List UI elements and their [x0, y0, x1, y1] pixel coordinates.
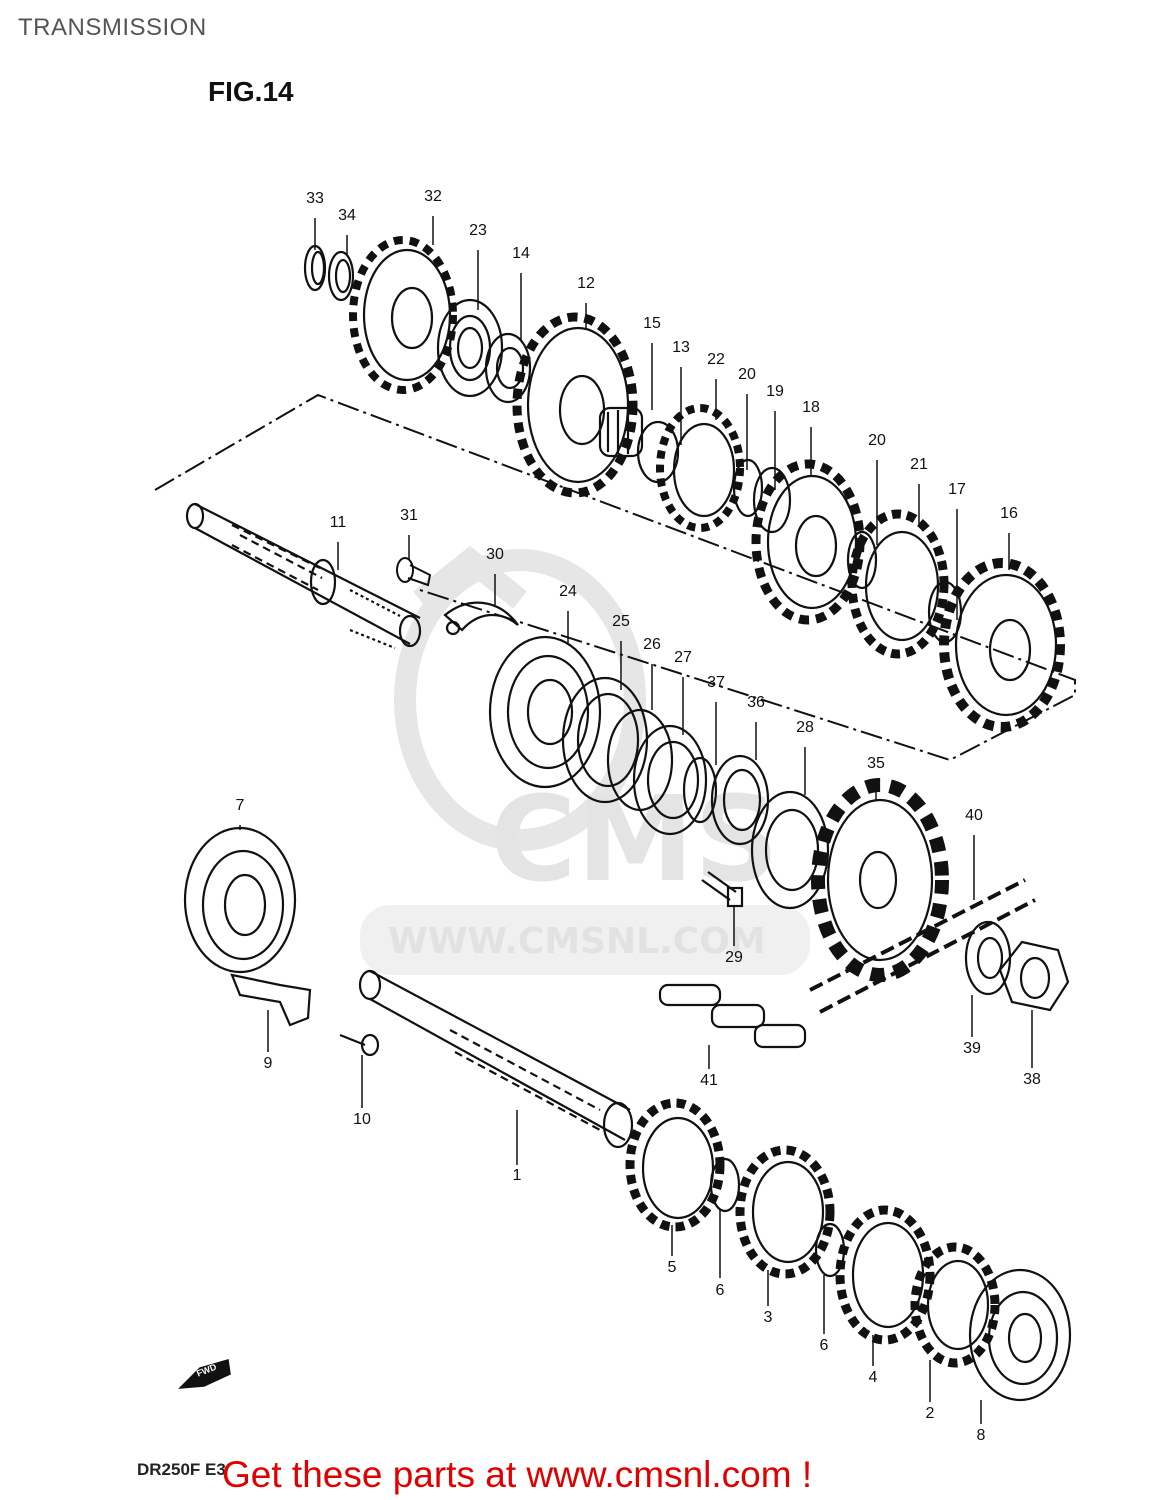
callout-part-4[interactable]: 4 — [869, 1369, 878, 1386]
callout-part-34[interactable]: 34 — [338, 207, 356, 224]
o-ring-37 — [682, 756, 718, 824]
nut-38 — [998, 940, 1070, 1012]
engine-sprocket-35 — [811, 778, 949, 982]
callout-part-29[interactable]: 29 — [725, 949, 743, 966]
watermark-url: WWW.CMSNL.COM — [388, 921, 766, 962]
callout-part-36[interactable]: 36 — [747, 694, 765, 711]
callout-part-14[interactable]: 14 — [512, 245, 530, 262]
callout-part-35[interactable]: 35 — [867, 755, 885, 772]
callout-part-5[interactable]: 5 — [668, 1259, 677, 1276]
page-title: TRANSMISSION — [18, 14, 207, 41]
callout-part-37[interactable]: 37 — [707, 674, 725, 691]
drive-chain-40 — [809, 878, 1036, 1014]
part-callouts: 1234566789101112131415161718192020212223… — [236, 188, 1041, 1444]
middle-part-row — [488, 635, 1070, 1049]
gear-16 — [939, 558, 1065, 732]
callout-part-8[interactable]: 8 — [977, 1427, 986, 1444]
callout-part-41[interactable]: 41 — [700, 1072, 718, 1089]
bearing-retainer-9 — [230, 973, 312, 1027]
lock-washer-39 — [964, 920, 1012, 996]
bearing-24 — [488, 635, 602, 789]
callout-part-13[interactable]: 13 — [672, 339, 690, 356]
callout-part-10[interactable]: 10 — [353, 1111, 371, 1128]
screw-31 — [396, 557, 432, 587]
oil-seal-27 — [632, 724, 708, 836]
callout-part-2[interactable]: 2 — [926, 1405, 935, 1422]
callout-part-31[interactable]: 31 — [400, 507, 418, 524]
gear-12 — [512, 312, 638, 498]
lower-part-row — [183, 826, 1072, 1402]
screw-10 — [339, 1033, 380, 1057]
sprocket-plate-28 — [750, 790, 830, 910]
spacer-36 — [710, 754, 770, 846]
circlip-20a — [732, 458, 764, 518]
group-boundary-outline — [154, 393, 1076, 762]
washer-34 — [327, 250, 355, 302]
callout-part-32[interactable]: 32 — [424, 188, 442, 205]
gear-32 — [349, 236, 457, 394]
callout-part-39[interactable]: 39 — [963, 1040, 981, 1057]
callout-part-33[interactable]: 33 — [306, 190, 324, 207]
gear-3 — [735, 1145, 835, 1279]
callout-part-20[interactable]: 20 — [868, 432, 886, 449]
callout-part-7[interactable]: 7 — [236, 797, 245, 814]
callout-part-27[interactable]: 27 — [674, 649, 692, 666]
callout-part-21[interactable]: 21 — [910, 456, 928, 473]
washer-19 — [752, 466, 792, 534]
needle-bearing-15 — [598, 406, 644, 458]
master-link-41 — [658, 983, 807, 1049]
watermark-url-pill — [360, 905, 810, 975]
gear-21 — [847, 509, 949, 659]
leader-lines — [239, 216, 1033, 1424]
callout-part-38[interactable]: 38 — [1023, 1071, 1041, 1088]
callout-part-6[interactable]: 6 — [820, 1337, 829, 1354]
fwd-arrow: FWD — [178, 1359, 231, 1389]
callout-part-40[interactable]: 40 — [965, 807, 983, 824]
gear-18 — [751, 459, 865, 625]
callout-part-1[interactable]: 1 — [513, 1167, 522, 1184]
callout-part-6[interactable]: 6 — [716, 1282, 725, 1299]
bearing-7 — [183, 826, 297, 974]
callout-part-23[interactable]: 23 — [469, 222, 487, 239]
cms-watermark: CMS WWW.CMSNL.COM — [360, 545, 810, 975]
callout-part-22[interactable]: 22 — [707, 351, 725, 368]
washer-6a — [709, 1157, 741, 1213]
callout-part-3[interactable]: 3 — [764, 1309, 773, 1326]
callout-part-17[interactable]: 17 — [948, 481, 966, 498]
gear-5 — [625, 1098, 725, 1232]
model-code: DR250F E3 — [137, 1460, 226, 1479]
figure-label: FIG.14 — [208, 76, 294, 107]
callout-part-26[interactable]: 26 — [643, 636, 661, 653]
callout-part-16[interactable]: 16 — [1000, 505, 1018, 522]
callout-part-18[interactable]: 18 — [802, 399, 820, 416]
callout-part-12[interactable]: 12 — [577, 275, 595, 292]
callout-part-20[interactable]: 20 — [738, 366, 756, 383]
circlip-20b — [846, 530, 878, 590]
callout-part-30[interactable]: 30 — [486, 546, 504, 563]
countershaft-11 — [185, 502, 422, 650]
get-parts-link[interactable]: Get these parts at www.cmsnl.com ! — [222, 1454, 813, 1495]
bolt-29 — [701, 871, 744, 908]
gear-22 — [656, 404, 744, 532]
driveshaft-1 — [358, 969, 634, 1149]
gear-2 — [910, 1242, 1000, 1368]
callout-part-9[interactable]: 9 — [264, 1055, 273, 1072]
washer-14 — [484, 332, 532, 404]
watermark-logo — [394, 545, 646, 851]
callout-part-11[interactable]: 11 — [330, 514, 347, 531]
bearing-retainer-30 — [443, 601, 519, 636]
bearing-8 — [968, 1268, 1072, 1402]
callout-part-25[interactable]: 25 — [612, 613, 630, 630]
callout-part-15[interactable]: 15 — [643, 315, 661, 332]
callout-part-28[interactable]: 28 — [796, 719, 814, 736]
upper-gear-row — [303, 236, 1065, 732]
callout-part-19[interactable]: 19 — [766, 383, 784, 400]
callout-part-24[interactable]: 24 — [559, 583, 577, 600]
circlip-33 — [303, 244, 327, 292]
